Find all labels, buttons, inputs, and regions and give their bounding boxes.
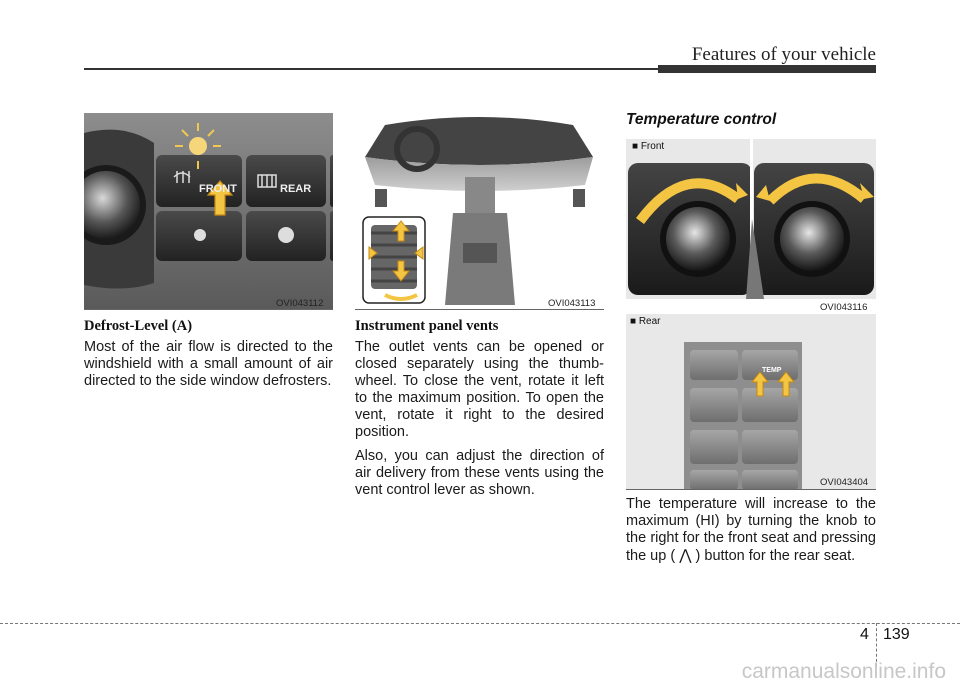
header-rule-accent (658, 65, 876, 73)
defrost-body: Most of the air flow is directed to the … (84, 339, 333, 397)
rear-button-label: REAR (280, 183, 312, 195)
defrost-heading: Defrost-Level (A) (84, 318, 193, 334)
defrost-button-photo: FRONT REAR (84, 113, 333, 309)
paragraph-text: The temperature will increase to the max… (626, 496, 876, 564)
front-button-label: FRONT (199, 183, 237, 195)
rear-label: ■ Rear (630, 316, 661, 327)
image-code: OVI043112 (276, 298, 324, 309)
front-temperature-photo: ■ Front (626, 139, 876, 299)
vents-body: The outlet vents can be opened or closed… (355, 339, 604, 506)
temp-button-label: TEMP (762, 367, 782, 374)
paragraph: Most of the air flow is directed to the … (84, 339, 333, 389)
image-code: OVI043116 (820, 302, 868, 313)
chapter-number: 4 (860, 626, 869, 643)
image-caption-rule (626, 489, 876, 490)
paragraph: Also, you can adjust the direction of ai… (355, 448, 604, 498)
watermark: carmanualsonline.info (741, 660, 946, 683)
image-caption-rule (84, 309, 333, 310)
footer-divider (876, 623, 877, 667)
header-rule (84, 68, 658, 70)
temperature-heading: Temperature control (626, 111, 777, 128)
vents-heading: Instrument panel vents (355, 318, 499, 334)
caret-up-icon: ⋀ (679, 547, 692, 564)
image-code: OVI043404 (820, 477, 869, 488)
rear-temperature-photo: ■ Rear TEMP (626, 314, 876, 489)
image-code: OVI043113 (548, 298, 596, 309)
footer-rule (0, 623, 960, 624)
image-caption-rule (355, 309, 604, 310)
paragraph-text: ) button for the rear seat. (691, 548, 856, 564)
temperature-body: The temperature will increase to the max… (626, 496, 876, 572)
instrument-panel-photo (355, 113, 604, 309)
paragraph: The temperature will increase to the max… (626, 496, 876, 565)
paragraph: The outlet vents can be opened or closed… (355, 339, 604, 440)
section-title: Features of your vehicle (691, 44, 876, 65)
page-number: 139 (883, 626, 910, 643)
front-label: ■ Front (630, 141, 667, 152)
